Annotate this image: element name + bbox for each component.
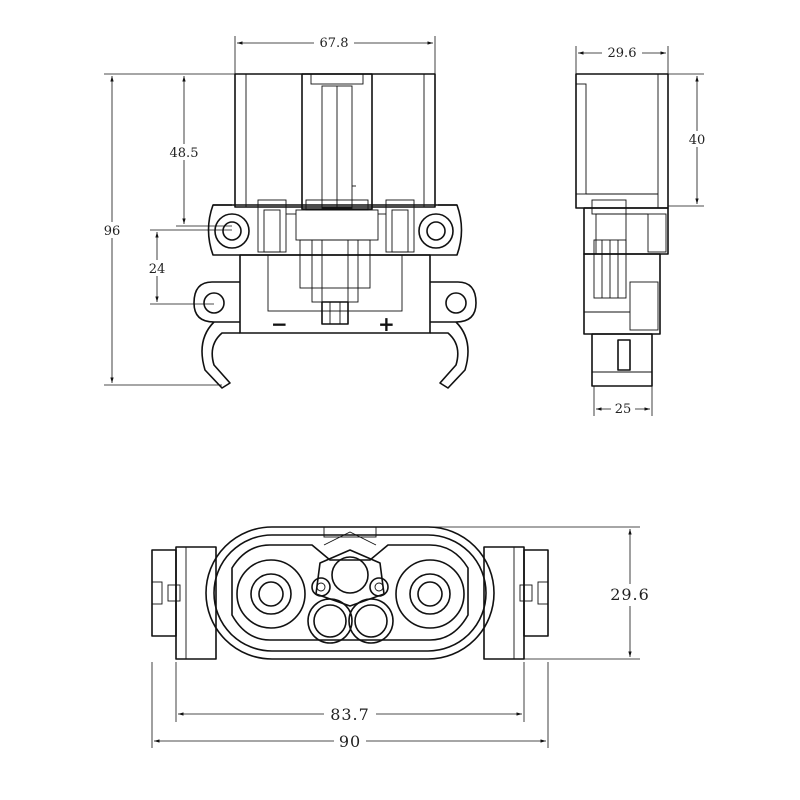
- front-lower-body: [239, 239, 431, 334]
- dim-label-25: 25: [615, 402, 632, 417]
- dim-label-24: 24: [149, 262, 166, 277]
- dim-label-90: 90: [339, 732, 361, 751]
- side-upper-body: [575, 73, 669, 209]
- negative-symbol: −: [271, 312, 288, 336]
- front-view: − + 67.8 96: [102, 34, 477, 389]
- bottom-main-contact-right: [395, 559, 465, 629]
- left-mount-hole: [214, 213, 250, 249]
- front-lower-lugs: [193, 281, 477, 389]
- bottom-inner-cavity: [231, 531, 469, 641]
- bottom-view: 29.6 83.7 90: [151, 526, 656, 751]
- dim-label-bottom-29-6: 29.6: [610, 585, 650, 604]
- dim-height-upper: 48.5: [166, 76, 232, 227]
- dim-label-40: 40: [689, 133, 706, 148]
- dim-height-total: 96: [102, 73, 235, 386]
- side-base-plug: [591, 333, 653, 387]
- bottom-signal-pins: [307, 549, 394, 644]
- dim-width-top: 67.8: [234, 34, 436, 74]
- dim-label-67-8: 67.8: [320, 36, 349, 51]
- dim-label-96: 96: [104, 224, 121, 239]
- right-mount-hole: [418, 213, 454, 249]
- dim-hole-spacing: 24: [146, 229, 232, 305]
- side-lower-section: [583, 239, 661, 335]
- bottom-main-contact-left: [236, 559, 306, 629]
- dim-side-height: 40: [668, 73, 709, 207]
- dim-side-depth: 29.6: [575, 45, 669, 74]
- dim-bottom-height: 29.6: [372, 526, 656, 660]
- dim-bottom-outer: 90: [151, 662, 549, 751]
- positive-symbol: +: [378, 312, 395, 336]
- dim-label-side-29-6: 29.6: [608, 46, 637, 61]
- side-view: 29.6 40 25: [575, 45, 709, 417]
- dim-label-48-5: 48.5: [170, 146, 199, 161]
- bottom-housing: [205, 526, 495, 660]
- bottom-side-blocks: [151, 546, 549, 660]
- dim-side-base: 25: [593, 386, 653, 417]
- front-upper-housing: [234, 73, 436, 210]
- dim-label-83-7: 83.7: [330, 705, 370, 724]
- dim-bottom-inner: 83.7: [175, 662, 525, 724]
